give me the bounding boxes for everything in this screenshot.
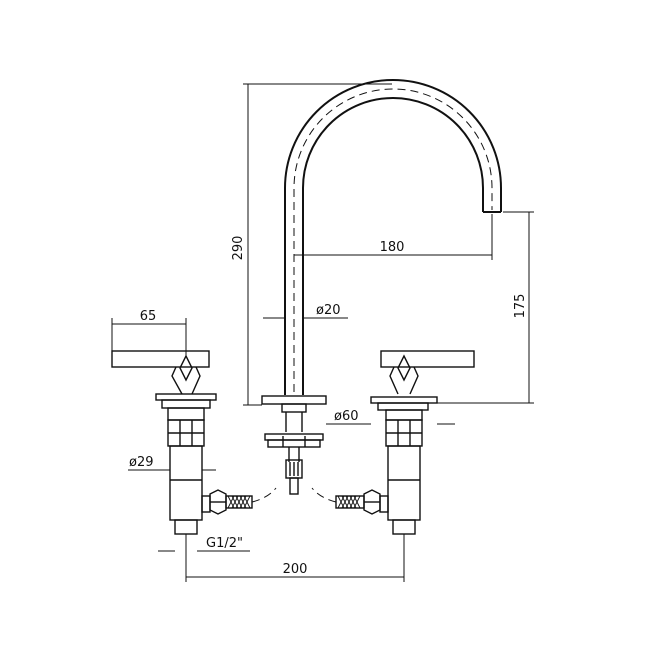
right-valve <box>311 350 475 535</box>
center-spacing-label: 200 <box>283 562 308 577</box>
dimension-center-spacing: 200 <box>185 534 405 582</box>
left-valve <box>111 350 277 535</box>
right-inlet-tail <box>392 519 416 535</box>
thread-size-label: G1/2" <box>206 536 243 551</box>
base-diameter-label: ø60 <box>334 409 359 424</box>
left-connector-nut <box>209 489 227 515</box>
right-valve-tube <box>387 445 421 521</box>
dimension-spout-reach: 180 <box>294 214 493 260</box>
overall-height-label: 290 <box>231 236 246 261</box>
valve-diameter-label: ø29 <box>129 455 154 470</box>
right-base-flange <box>370 396 438 404</box>
spout-base <box>261 395 327 495</box>
spout-diameter-label: ø20 <box>316 303 341 318</box>
right-handle-lever <box>380 350 475 368</box>
dimension-spout-clearance: 175 <box>437 211 534 404</box>
spout-base-nut <box>281 403 307 413</box>
dimension-spout-diameter: ø20 <box>263 303 348 319</box>
spout-reach-label: 180 <box>380 240 405 255</box>
left-valve-tube <box>169 445 203 521</box>
left-base-flange <box>155 393 217 401</box>
dimension-overall-height: 290 <box>231 83 392 406</box>
dimension-base-diameter: ø60 <box>326 409 455 425</box>
dimension-handle-width: 65 <box>111 309 187 356</box>
left-inlet-tail <box>174 519 198 535</box>
right-hose <box>335 495 365 509</box>
right-connector-nut <box>363 489 381 515</box>
mounting-washer <box>264 433 324 441</box>
left-handle-lever <box>111 350 210 368</box>
mounting-nut <box>267 439 321 448</box>
spout-clearance-label: 175 <box>513 294 528 319</box>
spout <box>284 79 502 395</box>
spout-inner-outline <box>302 97 484 395</box>
spout-centerline <box>293 88 493 392</box>
right-handle-hub <box>397 354 411 382</box>
dimension-thread: G1/2" <box>158 536 250 552</box>
spout-outer-outline <box>284 79 502 395</box>
left-handle-hub <box>179 354 193 382</box>
handle-width-label: 65 <box>140 309 157 324</box>
dimension-valve-diameter: ø29 <box>128 455 216 471</box>
spout-base-flange <box>261 395 327 405</box>
mounting-rod-end <box>289 477 299 495</box>
